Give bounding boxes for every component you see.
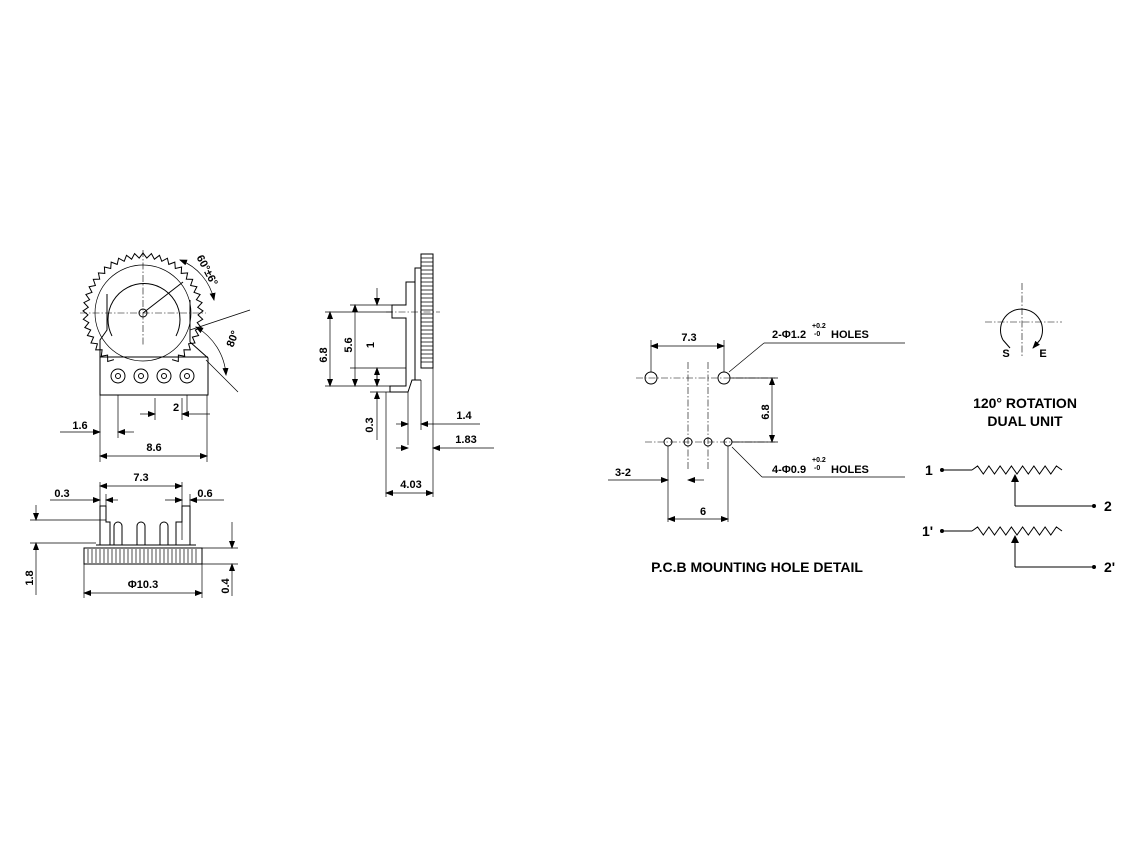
start-label: S [1002,348,1009,360]
pcb-hole-detail: 7.3 2-Φ1.2 +0.2 -0 HOLES 6.8 4-Φ0.9 +0.2… [608,323,905,575]
dim-1.4-label: 1.4 [456,410,472,422]
knurled-disk [83,547,203,565]
pin-1p-label: 1' [922,523,933,539]
angle-ref-line [189,309,251,331]
dim-0.3-side-label: 0.3 [364,417,376,432]
dim-1.6-label: 1.6 [72,420,87,432]
pin-2p-label: 2' [1104,559,1115,575]
dim-diameter-label: Φ10.3 [128,579,158,591]
angle-arc-60 [179,259,216,301]
pin-2-dot [1092,504,1096,508]
side-view: 6.8 5.6 1 0.3 1.4 1.83 4.03 [318,253,494,497]
dim-8.6-label: 8.6 [146,442,161,454]
angle-80-label: 80° [225,329,242,349]
top-holes-word: HOLES [831,329,869,341]
dim-2-label: 2 [173,402,179,414]
dim-7.3-label: 7.3 [133,472,148,484]
end-label: E [1039,348,1046,360]
pin-outline [175,505,191,545]
wiper-2-arrow [1011,535,1019,543]
dim-0.6-label: 0.6 [197,488,212,500]
rotation-title-line1: 120° ROTATION [973,395,1077,411]
leader-top-holes [728,342,765,373]
pcb-dim-7.3-label: 7.3 [681,332,696,344]
terminal-pad [133,368,149,384]
wiper-arc [107,283,181,337]
pcb-dim-6.8-label: 6.8 [760,404,772,419]
side-knurl-wheel [420,253,434,369]
pin-2-label: 2 [1104,498,1112,514]
terminal-pad [110,368,126,384]
front-view: 2 1.6 8.6 60°±6° 80° [60,250,251,462]
pin-outline [113,521,123,545]
dim-0.3-label: 0.3 [54,488,69,500]
resistor-2-zigzag [971,526,1063,536]
dim-5.6-label: 5.6 [343,337,355,352]
side-body-outline [389,267,421,393]
terminal-pad-dot [184,373,190,379]
terminal-pads [110,368,195,384]
bottom-holes-tol-minus: -0 [814,465,820,472]
dim-4.03-label: 4.03 [400,479,421,491]
angle-arc-80 [195,326,229,376]
dim-1.8-label: 1.8 [24,570,36,585]
end-stop-mark [1032,339,1041,349]
terminal-pad-dot [138,373,144,379]
pin-outline [159,521,169,545]
terminal-pad-dot [115,373,121,379]
dim-1.83-label: 1.83 [455,434,476,446]
disk-knurl-ticks [87,549,197,563]
bottom-holes-qty: 4-Φ0.9 [772,464,806,476]
pin-outline [99,505,111,545]
rotation-title-line2: DUAL UNIT [987,413,1063,429]
angle-ref-line [205,359,239,393]
dim-0.4-label: 0.4 [220,577,232,593]
top-holes-tol-minus: -0 [814,331,820,338]
terminal-pad [156,368,172,384]
terminal-pad [179,368,195,384]
terminal-pad-dot [161,373,167,379]
bottom-holes-tol-plus: +0.2 [812,457,826,464]
resistor-1-zigzag [971,465,1063,475]
dim-6.8-label: 6.8 [318,347,330,362]
schematic: S E 120° ROTATION DUAL UNIT 1 2 1' 2' [922,283,1115,575]
pin-2p-dot [1092,565,1096,569]
rotation-arc [1000,308,1043,341]
bottom-holes-word: HOLES [831,464,869,476]
top-holes-tol-plus: +0.2 [812,323,826,330]
pcb-title: P.C.B MOUNTING HOLE DETAIL [651,559,863,575]
pin-1-label: 1 [925,462,933,478]
wiper-line [142,281,184,314]
bottom-view: 7.3 0.3 0.6 1.8 0.4 Φ10.3 [24,472,238,598]
wiper-1-arrow [1011,474,1019,482]
top-holes-qty: 2-Φ1.2 [772,329,806,341]
start-stop-mark [1002,339,1011,349]
dim-1-label: 1 [365,342,377,348]
pin-outline [136,521,146,545]
side-knurl-ticks [421,257,433,363]
pcb-dim-6-label: 6 [700,506,706,518]
pcb-dim-3-2-label: 3-2 [615,467,631,479]
housing-body [99,294,209,396]
leader-bottom-holes [731,446,763,478]
